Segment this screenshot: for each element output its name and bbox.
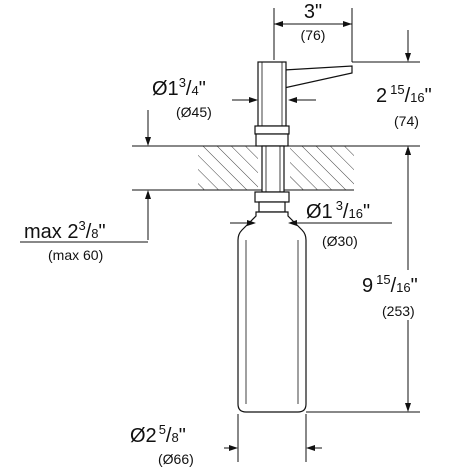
dim-bottle-length-secondary: (253)	[382, 303, 415, 319]
countertop-hatch-right	[290, 146, 354, 190]
dim-head-diameter-den: 4	[191, 83, 198, 98]
dim-bottle-diameter-num: 5	[159, 422, 166, 437]
svg-text:Ø13/4": Ø13/4"	[152, 75, 206, 100]
dim-nozzle-width: 3" (76)	[273, 1, 353, 62]
dim-bottle-diameter-suffix: "	[179, 425, 186, 447]
dim-bottle-diameter-secondary: (Ø66)	[158, 451, 194, 467]
countertop	[132, 145, 420, 191]
dim-head-height-num: 15	[390, 82, 404, 97]
dim-max-thickness-secondary: (max 60)	[48, 247, 103, 263]
dispenser	[237, 61, 353, 413]
dim-bottle-length-suffix: "	[411, 275, 418, 297]
dispenser-head	[257, 61, 287, 127]
dim-nozzle-width-secondary: (76)	[301, 27, 326, 43]
dispenser-bottle	[237, 211, 307, 413]
dispenser-shank	[261, 145, 285, 193]
dim-max-thickness-num: 3	[78, 218, 85, 233]
svg-text:215/16": 215/16"	[376, 82, 432, 107]
dim-head-diameter: Ø13/4" (Ø45)	[152, 75, 316, 120]
dim-head-height-suffix: "	[425, 85, 432, 107]
dim-max-thickness-den: 8	[91, 226, 98, 241]
dim-neck-diameter-prefix: Ø1	[306, 201, 333, 223]
dim-neck-diameter-den: 16	[348, 206, 362, 221]
dim-bottle-length-den: 16	[396, 280, 410, 295]
dim-max-thickness: max 23/8" (max 60)	[20, 110, 151, 263]
countertop-hatch-left	[198, 146, 258, 190]
dim-bottle-length-prefix: 9	[362, 275, 373, 297]
dim-head-diameter-secondary: (Ø45)	[176, 104, 212, 120]
dispenser-nut	[254, 191, 290, 203]
dispenser-nozzle	[283, 65, 353, 89]
dim-head-height-secondary: (74)	[394, 113, 419, 129]
dim-nozzle-width-primary: 3"	[304, 1, 322, 23]
dim-head-diameter-prefix: Ø1	[152, 78, 179, 100]
dim-neck-diameter-suffix: "	[363, 201, 370, 223]
dim-bottle-diameter-prefix: Ø2	[130, 425, 157, 447]
dim-bottle-diameter-den: 8	[171, 430, 178, 445]
dim-max-thickness-prefix: max 2	[24, 221, 78, 243]
svg-text:Ø13/16": Ø13/16"	[306, 198, 370, 223]
dim-bottle-length-num: 15	[376, 272, 390, 287]
dim-max-thickness-suffix: "	[99, 221, 106, 243]
dim-head-height-den: 16	[410, 90, 424, 105]
svg-text:max 23/8": max 23/8"	[24, 218, 106, 243]
dim-neck-diameter-secondary: (Ø30)	[322, 233, 358, 249]
dim-head-height-prefix: 2	[376, 85, 387, 107]
svg-text:915/16": 915/16"	[362, 272, 418, 297]
dim-neck-diameter-num: 3	[336, 198, 343, 213]
svg-text:Ø25/8": Ø25/8"	[130, 422, 186, 447]
dispenser-collar	[254, 125, 290, 135]
dim-head-diameter-num: 3	[179, 75, 186, 90]
dim-head-diameter-suffix: "	[199, 78, 206, 100]
